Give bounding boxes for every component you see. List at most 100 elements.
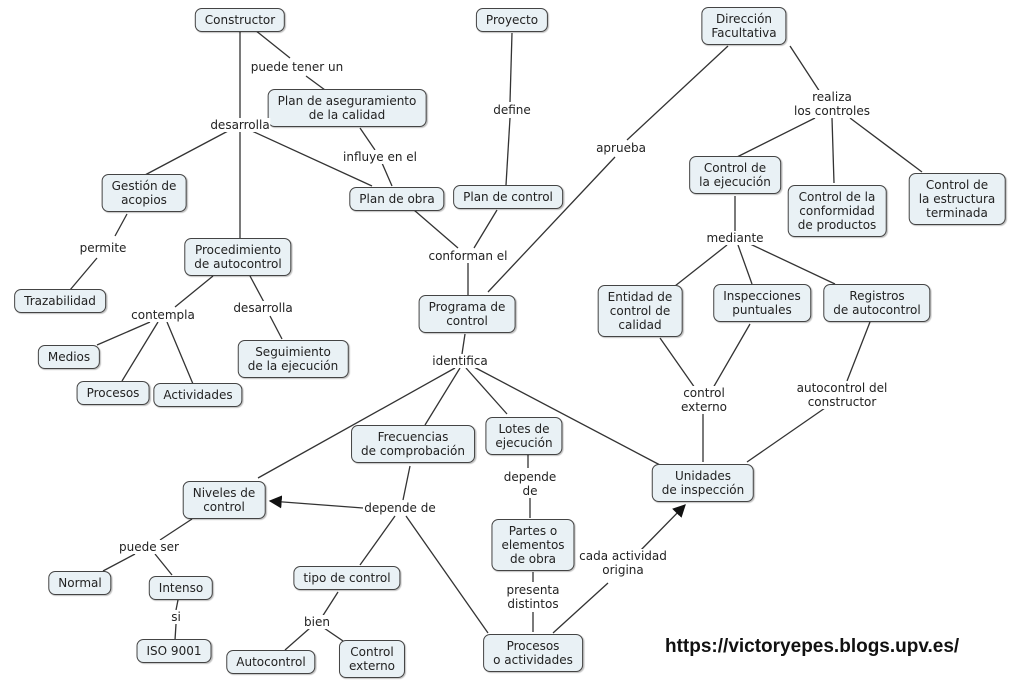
link-line	[746, 407, 826, 463]
concept-tipo-control[interactable]: tipo de control	[293, 566, 401, 590]
link-line	[69, 257, 98, 291]
concept-iso-9001[interactable]: ISO 9001	[136, 639, 212, 663]
concept-programa-control[interactable]: Programa de control	[418, 295, 516, 333]
link-line	[154, 553, 173, 576]
concept-registros-autocontrol[interactable]: Registros de autocontrol	[823, 284, 931, 322]
link-line	[505, 117, 511, 186]
link-line	[251, 130, 373, 187]
link-label-si: si	[170, 610, 182, 624]
link-line	[269, 315, 283, 340]
concept-entidad-control[interactable]: Entidad de control de calidad	[597, 285, 683, 337]
link-line	[846, 321, 871, 382]
link-line	[174, 623, 177, 641]
link-label-conforman-el: conforman el	[427, 249, 509, 263]
link-line	[114, 213, 128, 237]
link-line	[174, 275, 214, 308]
link-label-puede-tener-un: puede tener un	[249, 60, 345, 74]
link-line	[659, 337, 696, 389]
link-line	[381, 162, 393, 187]
link-label-desarrolla-2: desarrolla	[232, 301, 294, 315]
concept-direccion-facultativa[interactable]: Dirección Facultativa	[701, 7, 787, 45]
link-line	[473, 209, 498, 249]
link-line	[487, 156, 616, 293]
link-label-influye-en-el: influye en el	[342, 150, 418, 164]
concept-seguimiento-ejecucion[interactable]: Seguimiento de la ejecución	[237, 340, 349, 378]
link-line	[284, 627, 311, 651]
link-label-autocontrol-constructor: autocontrol del constructor	[795, 381, 889, 409]
link-line	[405, 515, 489, 634]
link-line	[359, 127, 376, 151]
link-line	[96, 321, 151, 346]
link-line	[305, 75, 326, 91]
link-line	[849, 117, 923, 173]
concept-unidades-inspeccion[interactable]: Unidades de inspección	[651, 464, 755, 502]
link-line	[461, 333, 466, 355]
link-line	[166, 321, 194, 385]
concept-control-ejecucion[interactable]: Control de la ejecución	[689, 156, 781, 194]
link-line	[674, 244, 728, 287]
concept-procedimiento-autocontrol[interactable]: Procedimiento de autocontrol	[184, 238, 292, 276]
blog-url-link[interactable]: https://victoryepes.blogs.upv.es/	[665, 636, 960, 657]
concept-proyecto[interactable]: Proyecto	[475, 8, 549, 32]
concept-normal[interactable]: Normal	[48, 571, 112, 595]
link-label-depende-de-lotes: depende de	[502, 470, 558, 498]
link-label-puede-ser: puede ser	[118, 540, 180, 554]
link-line	[831, 117, 835, 184]
link-label-aprueba: aprueba	[595, 141, 647, 155]
link-line	[737, 244, 753, 285]
link-line	[254, 29, 291, 59]
concept-control-externo[interactable]: Control externo	[338, 640, 406, 678]
link-label-define: define	[492, 103, 532, 117]
link-line	[552, 582, 609, 634]
link-line	[734, 117, 816, 159]
link-line	[402, 465, 411, 501]
concept-actividades[interactable]: Actividades	[153, 383, 243, 407]
concept-plan-aseguramiento[interactable]: Plan de aseguramiento de la calidad	[267, 89, 427, 127]
concept-niveles-control[interactable]: Niveles de control	[182, 481, 266, 519]
concept-constructor[interactable]: Constructor	[194, 8, 286, 32]
link-line	[159, 518, 193, 541]
concept-procesos[interactable]: Procesos	[76, 381, 150, 405]
concept-partes-elementos[interactable]: Partes o elementos de obra	[491, 519, 575, 571]
link-line	[144, 130, 229, 176]
link-line	[175, 599, 179, 611]
link-label-contempla: contempla	[130, 308, 196, 322]
link-line	[626, 45, 729, 141]
link-line	[509, 32, 513, 103]
concept-inspecciones-puntuales[interactable]: Inspecciones puntuales	[713, 284, 811, 322]
link-line	[712, 323, 751, 389]
concept-control-conformidad[interactable]: Control de la conformidad de productos	[787, 185, 887, 237]
link-line	[102, 553, 136, 572]
link-label-presenta-distintos: presenta distintos	[505, 583, 561, 611]
link-line	[249, 275, 266, 305]
concept-autocontrol[interactable]: Autocontrol	[226, 650, 316, 674]
concept-plan-control[interactable]: Plan de control	[453, 185, 563, 209]
link-label-cada-actividad-origina: cada actividad origina	[578, 549, 668, 577]
link-label-identifica: identifica	[431, 354, 489, 368]
link-label-depende-de-frecuencias: depende de	[363, 501, 437, 515]
link-line	[321, 591, 339, 618]
concept-plan-obra[interactable]: Plan de obra	[349, 187, 445, 211]
link-line	[789, 45, 821, 93]
link-label-mediante: mediante	[705, 231, 765, 245]
concept-control-estructura[interactable]: Control de la estructura terminada	[908, 173, 1006, 225]
link-label-bien: bien	[303, 615, 331, 629]
concept-medios[interactable]: Medios	[37, 345, 101, 369]
concept-lotes-ejecucion[interactable]: Lotes de ejecución	[485, 417, 563, 455]
link-line	[413, 209, 459, 249]
link-line	[121, 321, 159, 382]
concept-gestion-acopios[interactable]: Gestión de acopios	[101, 174, 187, 212]
link-line	[359, 515, 396, 566]
concept-frecuencias-comprobacion[interactable]: Frecuencias de comprobación	[351, 425, 475, 463]
link-line	[471, 365, 661, 466]
link-line	[747, 242, 836, 285]
concept-procesos-actividades[interactable]: Procesos o actividades	[483, 634, 583, 672]
link-label-permite: permite	[78, 241, 128, 255]
link-label-control-externo: control externo	[679, 386, 729, 414]
concept-trazabilidad[interactable]: Trazabilidad	[14, 289, 106, 313]
link-line	[268, 495, 364, 509]
concept-intenso[interactable]: Intenso	[148, 576, 214, 600]
link-line	[465, 367, 508, 415]
link-line	[257, 367, 456, 479]
